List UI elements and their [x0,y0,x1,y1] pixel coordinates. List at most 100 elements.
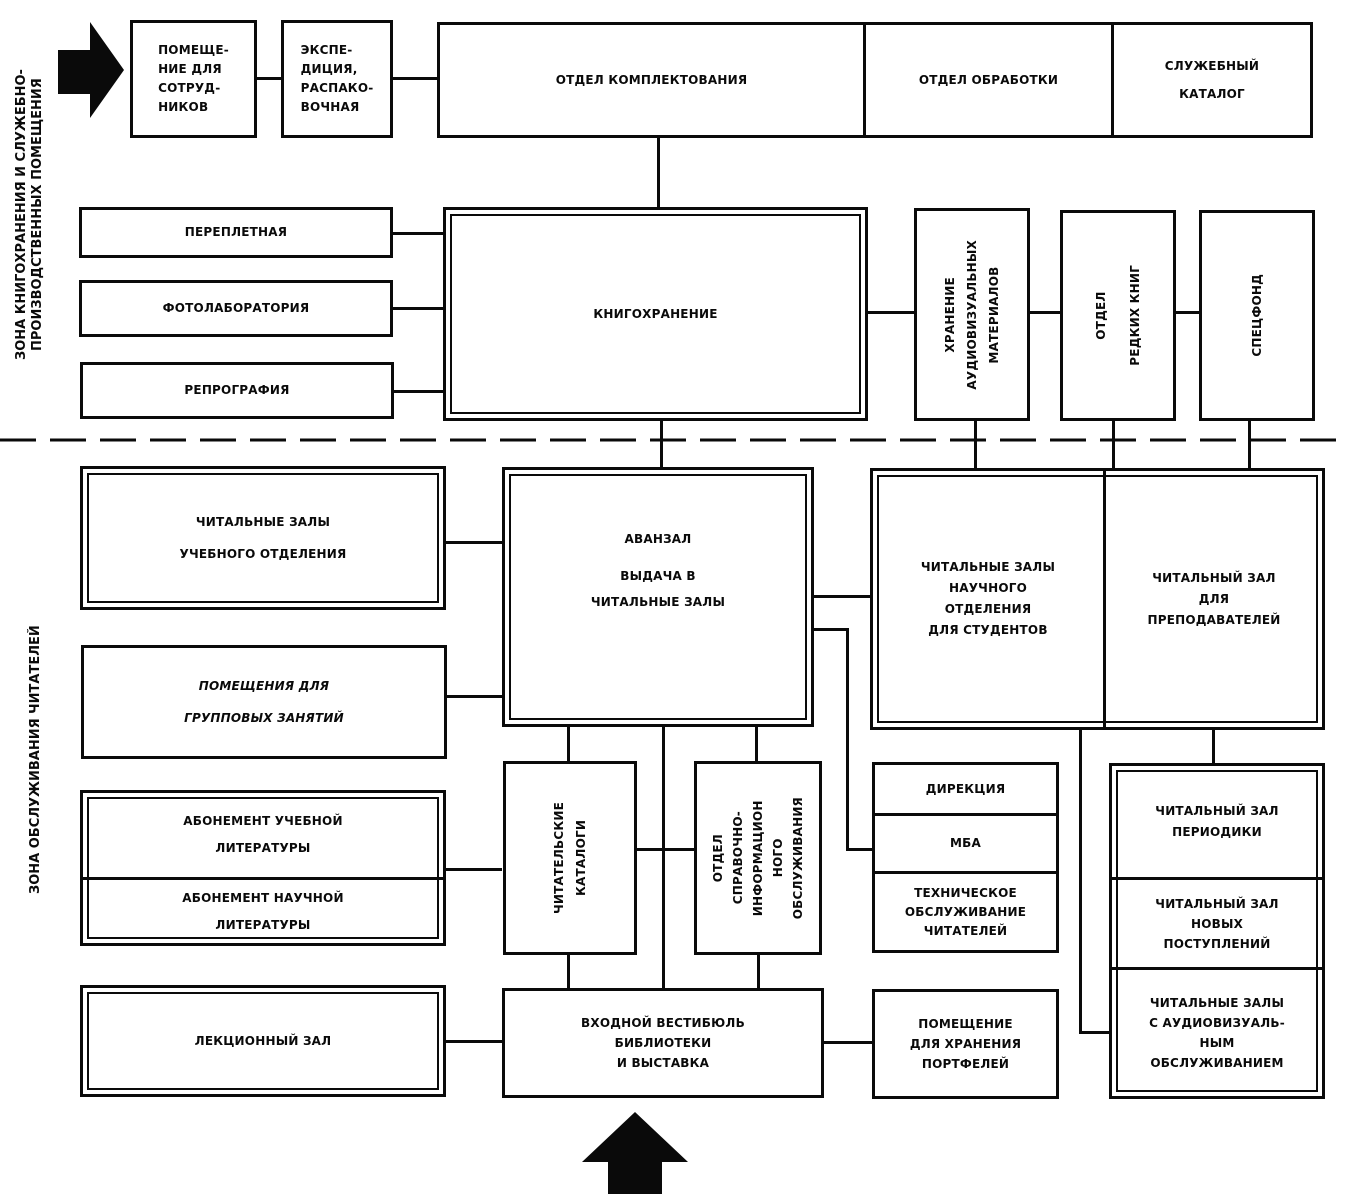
av-reading-rooms-cell: Читальные залы с аудиовизуаль- ным обслу… [1112,970,1322,1096]
divider [875,813,1056,816]
reader-catalogs-label: Читательские каталоги [552,802,588,914]
book-storage-box: Книгохранение [443,207,868,421]
connector [446,868,502,871]
connector [446,1040,502,1043]
technical-service-label: Техническое обслуживание читателей [904,885,1027,938]
divider [863,25,866,135]
teachers-reading-room-label: Читальный зал для преподавателей [1147,570,1281,627]
science-reading-block: Читальные залы научного отделения для ст… [870,468,1325,730]
entrance-hall-label: Входной вестибюль библиотеки и выставка [581,1016,745,1070]
science-reading-rooms-label: Читальные залы научного отделения для ст… [920,560,1056,637]
book-storage-label: Книгохранение [593,306,718,321]
processing-dept-label: Отдел обработки [918,72,1059,87]
connector [257,77,281,80]
connector [567,727,570,763]
service-catalog-cell: Служебный каталог [1114,25,1310,135]
periodicals-room-cell: Читальный зал периодики [1112,766,1322,877]
connector [1030,311,1061,314]
anteroom-issue-desk-box: Аванзал Выдача в читальные залы [502,467,814,727]
av-reading-rooms-label: Читальные залы с аудиовизуаль- ным обслу… [1149,996,1285,1070]
connector [393,307,443,310]
group-rooms-label: Помещения для групповых занятий [184,679,344,725]
processing-dept-cell: Отдел обработки [866,25,1111,135]
connector [1248,421,1251,469]
divider [1112,967,1322,970]
group-rooms-box: Помещения для групповых занятий [81,645,447,759]
connector [657,138,660,210]
divider [1111,25,1114,135]
acquisition-dept-cell: Отдел комплектования [440,25,863,135]
special-fund-label: Спецфонд [1249,274,1264,357]
connector [394,390,443,393]
special-reading-rooms-block: Читальный зал периодики Читальный зал но… [1109,763,1325,1099]
issue-desk-label: Выдача в читальные залы [590,568,726,609]
service-catalog-label: Служебный каталог [1164,59,1260,101]
connector [393,232,443,235]
av-storage-label: Хранение аудиовизуальных материалов [943,239,1001,390]
connector [755,727,758,763]
reference-dept-box: Отдел справочно- информацион ного обслуж… [694,761,822,955]
reader-catalogs-box: Читательские каталоги [503,761,637,955]
av-storage-box: Хранение аудиовизуальных материалов [914,208,1030,421]
connector [1176,311,1200,314]
new-arrivals-room-cell: Читальный зал новых поступлений [1112,880,1322,967]
connector [447,695,502,698]
rare-books-box: Отдел редких книг [1060,210,1176,421]
divider [1103,471,1106,727]
staff-entry-arrow-icon [58,22,124,118]
divider [83,877,443,880]
directorate-label: Дирекция [925,781,1006,796]
connector [814,595,876,598]
connector [757,955,760,990]
top-departments-block: Отдел комплектования Отдел обработки Слу… [437,22,1313,138]
bag-storage-label: Помещение для хранения портфелей [909,1017,1022,1071]
directorate-cell: Дирекция [875,765,1056,813]
connector [1112,421,1115,469]
connector [567,955,570,990]
acquisition-dept-label: Отдел комплектования [555,72,748,87]
connector [660,421,663,469]
photolab-box: Фотолаборатория [79,280,393,337]
connector [1079,730,1082,1033]
connector [1212,730,1215,765]
teachers-reading-room-cell: Читальный зал для преподавателей [1106,471,1322,727]
reader-entry-arrow-icon [582,1112,688,1194]
connector [662,727,665,990]
mba-label: МБА [950,836,981,850]
new-arrivals-room-label: Читальный зал новых поступлений [1155,896,1279,951]
connector [446,541,502,544]
technical-service-cell: Техническое обслуживание читателей [875,874,1056,950]
connector [868,311,915,314]
loan-block: Абонемент учебной литературы Абонемент н… [80,790,446,946]
lecture-hall-box: Лекционный зал [80,985,446,1097]
connector [824,1041,874,1044]
divider [875,871,1056,874]
reprography-label: Репрография [184,383,290,397]
connector [1079,1031,1111,1034]
entrance-hall-box: Входной вестибюль библиотеки и выставка [502,988,824,1098]
anteroom-label: Аванзал [624,531,692,546]
lecture-hall-label: Лекционный зал [194,1033,332,1048]
admin-block: Дирекция МБА Техническое обслуживание чи… [872,762,1059,953]
reference-dept-label: Отдел справочно- информацион ного обслуж… [711,796,805,920]
staff-room-label: Помеще- ние для сотруд- ников [158,43,229,114]
connector [393,77,437,80]
rare-books-label: Отдел редких книг [1094,265,1142,366]
study-reading-rooms-label: Читальные залы учебного отделения [179,515,347,561]
photolab-label: Фотолаборатория [162,301,310,315]
expedition-box: Экспе- диция, распако- вочная [281,20,393,138]
connector [974,421,977,469]
study-reading-rooms-box: Читальные залы учебного отделения [80,466,446,610]
mba-cell: МБА [875,816,1056,871]
bindery-label: Переплетная [184,225,288,239]
connector [846,848,874,851]
expedition-label: Экспе- диция, распако- вочная [300,43,374,114]
connector [814,628,848,631]
connector [846,628,849,850]
connector [637,848,695,851]
bag-storage-box: Помещение для хранения портфелей [872,989,1059,1099]
zone-label-storage-and-service: Зона книгохранения и служебно- производс… [14,69,45,361]
periodicals-room-label: Читальный зал периодики [1155,803,1279,839]
staff-room-box: Помеще- ние для сотруд- ников [130,20,257,138]
